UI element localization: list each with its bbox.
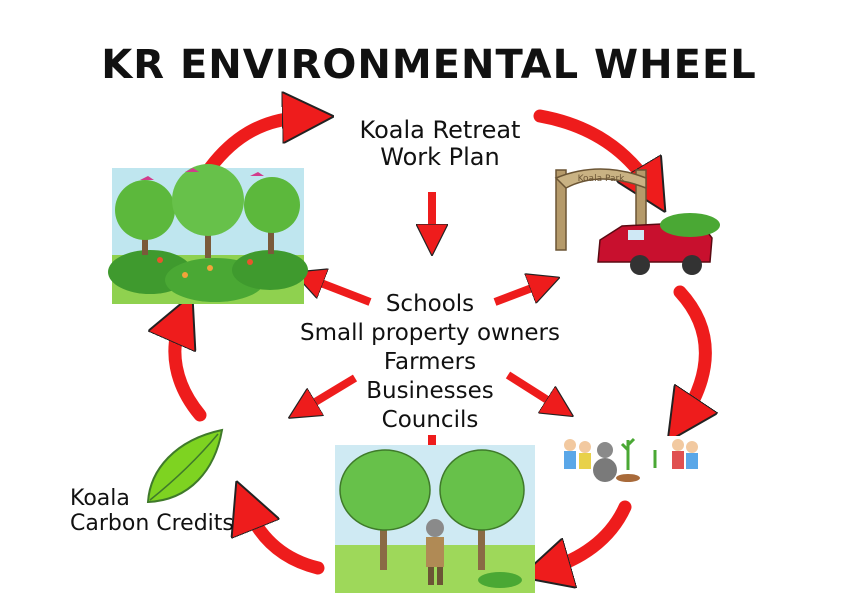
arrow-to-work-plan bbox=[203, 117, 308, 175]
arrow-groups-to-forest bbox=[308, 278, 372, 306]
arrow-groups-to-truck bbox=[493, 283, 545, 306]
participant-businesses: Businesses bbox=[366, 378, 494, 404]
arrow-to-carbon bbox=[246, 505, 325, 575]
participants-list: Schools Small property owners Farmers Bu… bbox=[280, 290, 580, 435]
arrow-groups-to-children bbox=[505, 371, 560, 408]
participant-councils: Councils bbox=[381, 407, 479, 433]
work-plan-line-2: Work Plan bbox=[380, 143, 500, 171]
work-plan-line-1: Koala Retreat bbox=[359, 116, 521, 144]
arrow-groups-to-leaf bbox=[302, 374, 358, 410]
children-planting bbox=[559, 436, 699, 484]
participant-small-property-owners: Small property owners bbox=[299, 320, 560, 346]
arrow-to-forest bbox=[175, 318, 207, 422]
work-plan-label: Koala Retreat Work Plan bbox=[330, 117, 550, 171]
carbon-line-2: Carbon Credits bbox=[70, 511, 234, 536]
koala-pruning-trees bbox=[335, 445, 535, 593]
diagram-title: KR ENVIRONMENTAL WHEEL bbox=[101, 42, 757, 88]
gate-sign: Koala Park bbox=[578, 174, 626, 184]
carbon-credits-label: Koala Carbon Credits bbox=[70, 486, 250, 536]
forest-scene bbox=[108, 164, 308, 304]
green-leaf-icon bbox=[146, 428, 224, 504]
participant-farmers: Farmers bbox=[383, 349, 477, 375]
arrow-to-children bbox=[680, 285, 705, 420]
carbon-line-1: Koala bbox=[70, 486, 130, 511]
participant-schools: Schools bbox=[385, 291, 475, 317]
park-gate-truck: Koala Park bbox=[554, 168, 720, 275]
arrow-to-koala-scene bbox=[545, 500, 632, 570]
